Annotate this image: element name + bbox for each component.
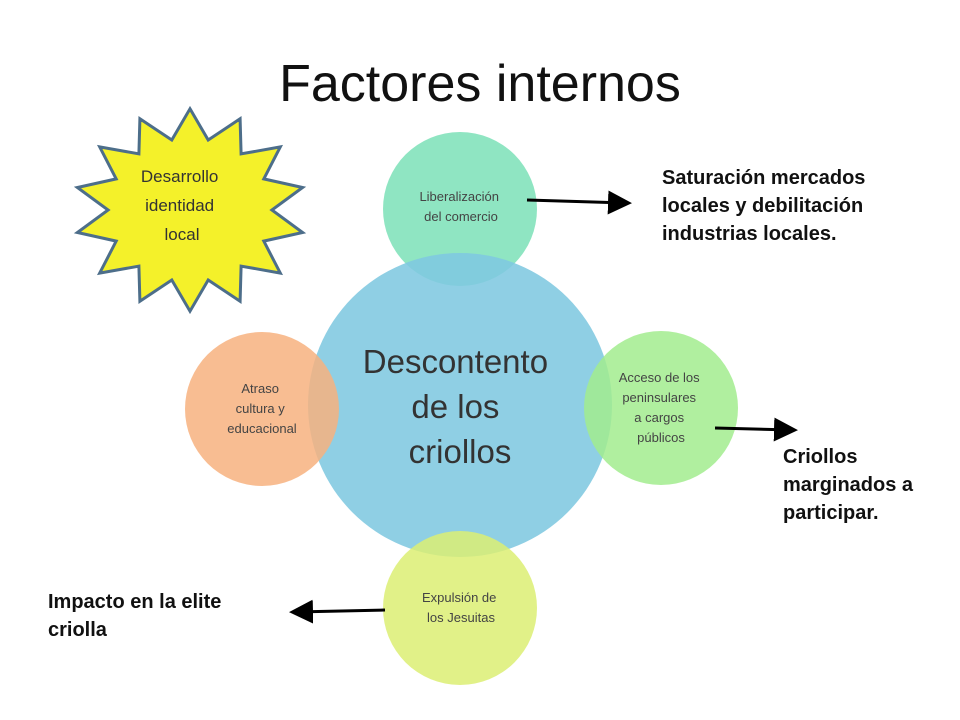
right-factor-line-3: a cargos — [634, 410, 684, 425]
annotation-criollos-marginados: Criollos marginados a participar. — [783, 446, 914, 524]
arrow-to-impacto — [289, 599, 386, 624]
center-circle — [308, 253, 612, 557]
left-factor-line-3: educacional — [227, 421, 296, 436]
slide-title: Factores internos — [279, 55, 681, 113]
bottom-factor-line-1: Expulsión de — [422, 590, 496, 605]
top-factor-label: Liberalización del comercio — [419, 189, 502, 224]
top-factor-line-1: Liberalización — [419, 189, 499, 204]
arrow-to-marginados — [714, 417, 798, 442]
center-label-line-3: criollos — [409, 433, 512, 470]
starburst-line-3: local — [165, 225, 200, 244]
left-factor-circle — [185, 332, 339, 486]
starburst-shape — [73, 105, 307, 315]
center-label-line-2: de los — [411, 388, 499, 425]
annotation-impacto-elite: Impacto en la elite criolla — [48, 591, 222, 641]
arrow-to-saturation — [526, 190, 632, 215]
center-label-line-1: Descontento — [363, 343, 548, 380]
starburst-label: Desarrollo identidad local — [141, 167, 223, 244]
right-factor-circle — [584, 331, 738, 485]
center-label: Descontento de los criollos — [363, 343, 557, 470]
starburst-line-2: identidad — [145, 196, 214, 215]
starburst-line-1: Desarrollo — [141, 167, 218, 186]
top-factor-line-2: del comercio — [424, 209, 498, 224]
right-factor-label: Acceso de los peninsulares a cargos públ… — [619, 370, 704, 445]
right-factor-line-1: Acceso de los — [619, 370, 700, 385]
left-factor-line-1: Atraso — [241, 381, 279, 396]
bottom-factor-circle — [383, 531, 537, 685]
top-factor-circle — [383, 132, 537, 286]
bottom-factor-label: Expulsión de los Jesuitas — [422, 590, 500, 625]
right-factor-line-4: públicos — [637, 430, 685, 445]
annotation-saturacion: Saturación mercados locales y debilitaci… — [662, 167, 866, 245]
right-factor-line-2: peninsulares — [622, 390, 696, 405]
bottom-factor-line-2: los Jesuitas — [427, 610, 495, 625]
left-factor-label: Atraso cultura y educacional — [227, 381, 296, 436]
left-factor-line-2: cultura y — [236, 401, 286, 416]
